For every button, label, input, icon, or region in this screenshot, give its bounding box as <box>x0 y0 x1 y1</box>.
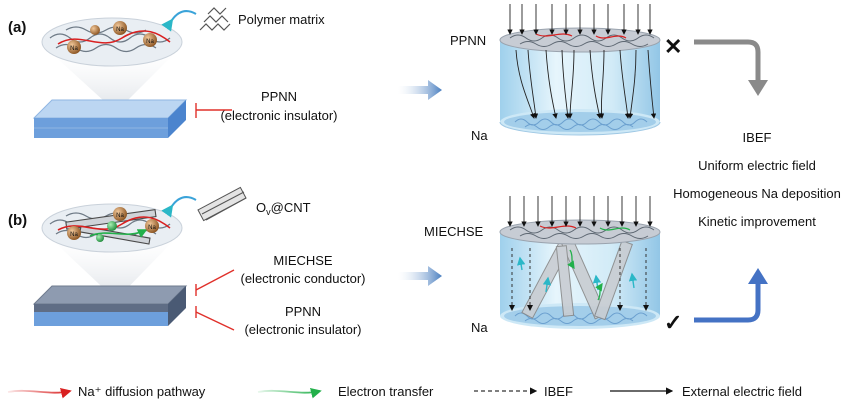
success-arrow-head <box>748 268 768 284</box>
polymer-molecule-icon <box>199 7 231 31</box>
filler-label-suffix: @CNT <box>271 200 311 215</box>
panel-b-electron-arrows <box>567 249 603 301</box>
na-ion-symbol: Na <box>146 39 154 45</box>
panel-b-conductor-front <box>34 304 168 312</box>
benefits-list: IBEF Uniform electric field Homogeneous … <box>673 130 841 229</box>
panel-a-layer-name: PPNN <box>261 89 297 104</box>
na-ion-symbol: Na <box>70 46 78 52</box>
panel-b-side-label: MIECHSE <box>424 224 484 239</box>
legend-label: External electric field <box>682 384 802 399</box>
panel-a-na-ions: Na Na Na <box>67 21 157 54</box>
panel-b-slab-side <box>168 286 186 326</box>
panel-a-layer-desc: (electronic insulator) <box>220 108 337 123</box>
panel-b-curved-arrow <box>161 196 197 218</box>
panel-b-bottom-label: Na <box>471 320 488 335</box>
panel-a-slab-side <box>168 100 186 138</box>
panel-b: (b) Na Na Na Ov@CNT <box>8 186 768 337</box>
panel-a-bracket <box>195 103 232 118</box>
legend-item-external-field: External electric field <box>610 384 802 399</box>
panel-b-zoom-cone <box>48 236 178 300</box>
panel-a-zoom-cone <box>48 50 178 112</box>
filler-label-main: O <box>256 200 266 215</box>
na-ion-symbol: Na <box>116 27 124 33</box>
na-ion-symbol: Na <box>70 232 78 238</box>
panel-a-na-pathway <box>57 30 171 45</box>
benefit-homogeneous-deposition: Homogeneous Na deposition <box>673 186 841 201</box>
panel-a-side-label: PPNN <box>450 33 486 48</box>
panel-a-curved-arrow <box>161 10 197 32</box>
legend-item-electron-transfer: Electron transfer <box>257 384 434 399</box>
benefit-ibef: IBEF <box>743 130 772 145</box>
panel-b-field-lines <box>507 196 653 227</box>
legend-item-ibef: IBEF <box>474 384 573 399</box>
panel-a-slab-top <box>32 99 188 119</box>
panel-b-ibef-lines <box>509 248 649 311</box>
cnt-molecule-icon <box>197 186 247 222</box>
panel-b-cylinder <box>499 196 661 329</box>
benefit-uniform-field: Uniform electric field <box>698 158 816 173</box>
filler-label: Ov@CNT <box>256 200 311 217</box>
panel-a-bottom-label: Na <box>471 128 488 143</box>
panel-b-label: (b) <box>8 212 27 229</box>
na-ion-symbol: Na <box>116 213 124 219</box>
panel-b-na-surface <box>504 306 656 326</box>
panel-b-na-ions: Na Na Na <box>67 207 159 242</box>
panel-b-na-pathway <box>57 216 171 231</box>
panel-b-conductor-top <box>32 285 188 305</box>
panel-b-check-mark: ✓ <box>664 310 682 335</box>
panel-b-insulator-front <box>34 312 168 326</box>
fail-arrow-head <box>748 80 768 96</box>
legend-item-na-pathway: Na⁺ diffusion pathway <box>7 384 206 399</box>
na-ion-symbol: Na <box>148 225 156 231</box>
panel-a-flow-arrow <box>398 80 442 100</box>
panel-b-bracket-bottom <box>195 306 235 331</box>
panel-b-success-arrow <box>694 282 761 323</box>
panel-b-flow-arrow <box>398 266 442 286</box>
legend-label: Na⁺ diffusion pathway <box>78 384 206 399</box>
benefit-kinetic-improvement: Kinetic improvement <box>698 214 816 229</box>
panel-b-bracket-top <box>195 269 235 296</box>
filler-label-sub: v <box>266 207 271 217</box>
legend: Na⁺ diffusion pathway Electron transfer … <box>7 384 802 399</box>
panel-a-label: (a) <box>8 19 26 36</box>
panel-b-electron-path <box>89 229 148 238</box>
panel-b-cnt <box>65 209 157 245</box>
panel-b-bottom-layer-name: PPNN <box>285 304 321 319</box>
panel-a-fail-arrow <box>694 39 761 82</box>
polymer-matrix-label: Polymer matrix <box>238 12 325 27</box>
legend-label: Electron transfer <box>338 384 434 399</box>
panel-b-top-layer-name: MIECHSE <box>273 253 333 268</box>
panel-a: (a) Na Na Na Polymer matrix <box>8 4 768 143</box>
panel-a-cylinder <box>499 4 661 136</box>
panel-a-field-lines <box>507 4 657 119</box>
panel-b-top-layer-desc: (electronic conductor) <box>241 271 366 286</box>
panel-a-na-surface <box>504 112 656 132</box>
panel-a-cross-mark: ✕ <box>664 34 682 59</box>
legend-label: IBEF <box>544 384 573 399</box>
panel-b-bottom-layer-desc: (electronic insulator) <box>244 322 361 337</box>
